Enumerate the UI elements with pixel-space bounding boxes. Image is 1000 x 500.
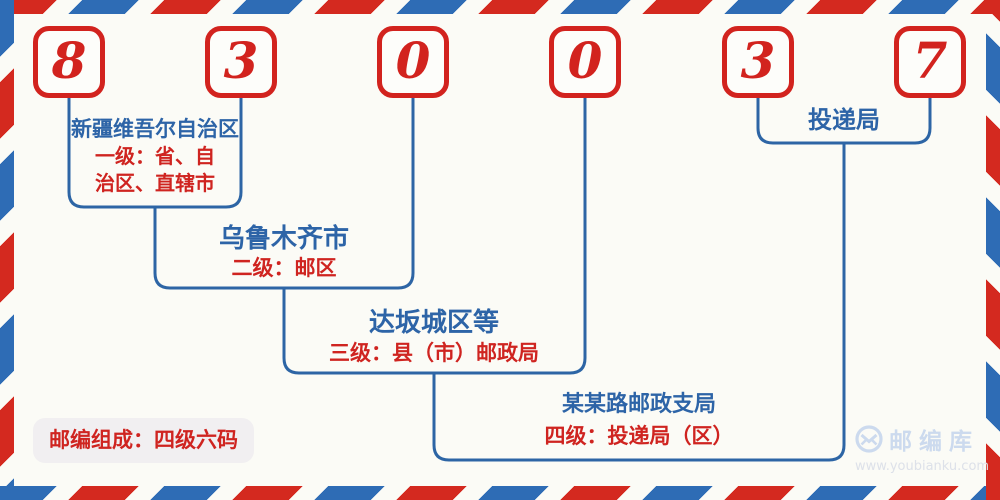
level-3-name: 达坂城区等 <box>368 308 499 338</box>
level-4-label: 某某路邮政支局 四级：投递局（区） <box>434 391 844 453</box>
level-2-label: 乌鲁木齐市 二级：邮区 <box>155 224 413 282</box>
postal-digit-6: 7 <box>894 26 966 98</box>
level-2-desc: 二级：邮区 <box>231 256 337 280</box>
composition-badge: 邮编组成：四级六码 <box>33 418 254 463</box>
postal-digit-1: 8 <box>33 26 105 98</box>
level-3-desc: 三级：县（市）邮政局 <box>329 341 539 365</box>
postal-digit-2: 3 <box>205 26 277 98</box>
postal-digit-3: 0 <box>377 26 449 98</box>
bracket-level-4 <box>432 143 846 462</box>
level-4-desc: 四级：投递局（区） <box>544 424 734 448</box>
level-1-desc-line-2: 治区、直辖市 <box>95 171 215 195</box>
level-4-name: 某某路邮政支局 <box>561 392 716 417</box>
level-1-name: 新疆维吾尔自治区 <box>71 117 239 141</box>
watermark-url: www.youbianku.com <box>855 459 990 474</box>
postal-digit-5: 3 <box>722 26 794 98</box>
bracket-delivery-office <box>756 98 932 145</box>
delivery-office-label: 投递局 <box>758 105 930 135</box>
level-1-label: 新疆维吾尔自治区 一级：省、自 治区、直辖市 <box>69 116 241 197</box>
level-3-label: 达坂城区等 三级：县（市）邮政局 <box>284 308 584 367</box>
postal-digit-4: 0 <box>549 26 621 98</box>
envelope-circle-icon <box>855 425 883 453</box>
delivery-office-name: 投递局 <box>808 106 880 134</box>
watermark-brand: 邮编库 <box>889 429 979 455</box>
level-1-desc-line-1: 一级：省、自 <box>95 144 215 168</box>
watermark: 邮编库 www.youbianku.com <box>855 422 990 474</box>
level-2-name: 乌鲁木齐市 <box>218 224 349 254</box>
